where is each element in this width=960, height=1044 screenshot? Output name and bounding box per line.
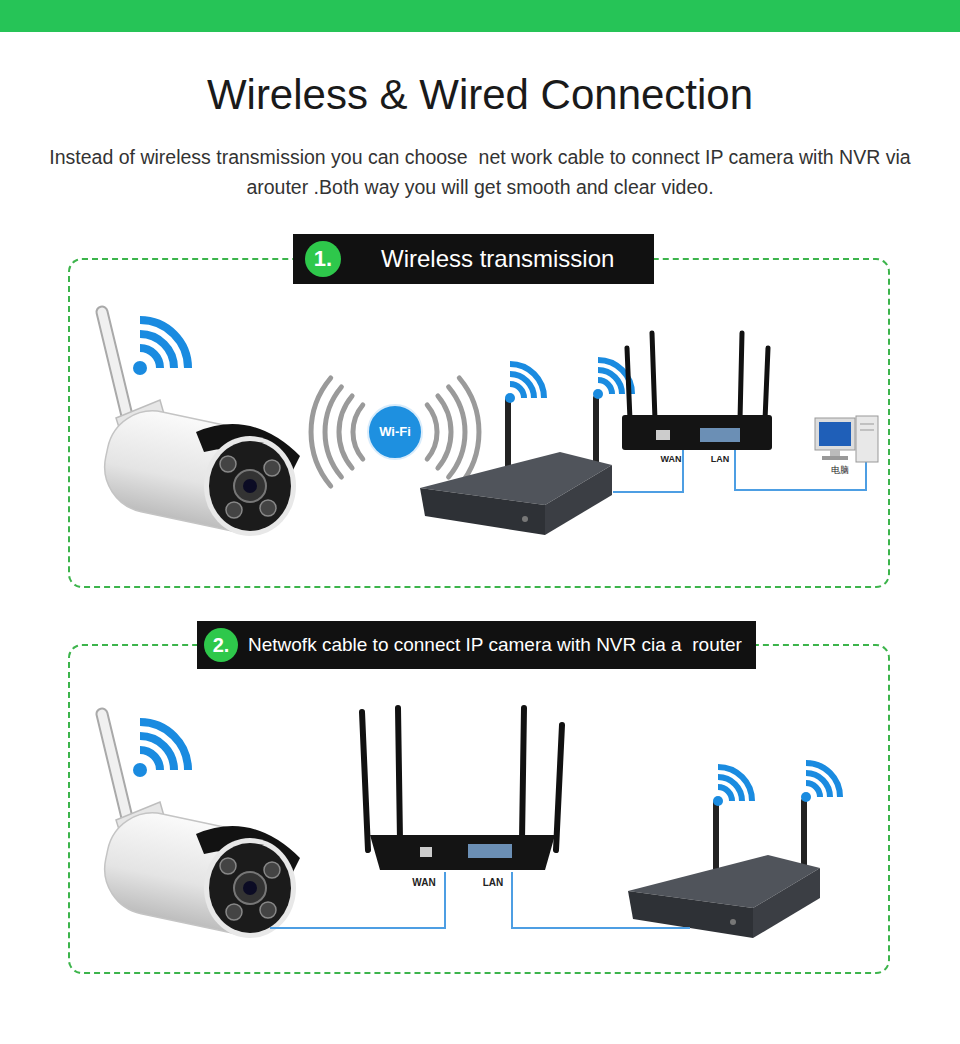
wifi-badge: Wi-Fi <box>367 404 423 460</box>
intro-text: Instead of wireless transmission you can… <box>30 142 930 202</box>
panel-title: Wireless transmission <box>381 245 614 273</box>
device-label: 电脑 <box>831 465 849 476</box>
panel-header: 1. Wireless transmission <box>293 234 654 284</box>
panel-header: 2. Netwofk cable to connect IP camera wit… <box>197 621 756 669</box>
port-label: WAN <box>412 877 435 889</box>
panel-title: Netwofk cable to connect IP camera with … <box>248 634 742 656</box>
port-label: LAN <box>711 454 730 465</box>
wifi-text: Wi-Fi <box>379 425 411 439</box>
dashed-panel: 2.Netwofk cable to connect IP camera wit… <box>68 644 890 974</box>
top-bar <box>0 0 960 32</box>
callout-number: 1. <box>305 241 341 277</box>
port-label: LAN <box>483 877 504 889</box>
port-label: WAN <box>661 454 682 465</box>
page-title: Wireless & Wired Connection <box>0 70 960 120</box>
callout-number: 2. <box>204 628 238 662</box>
dashed-panel: 1.Wireless transmissionWi-Fi <box>68 258 890 588</box>
